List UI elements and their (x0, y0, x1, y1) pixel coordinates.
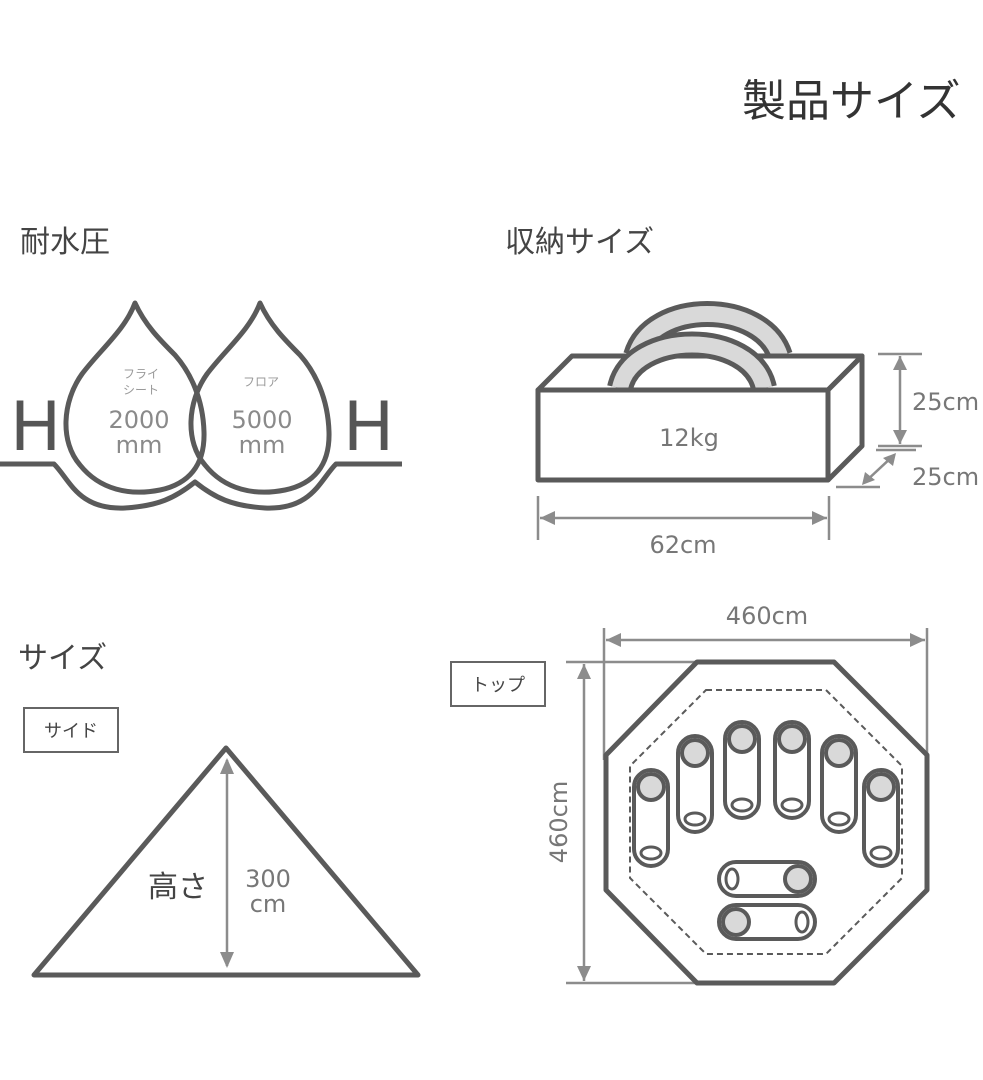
storage-height: 25cm (912, 388, 979, 416)
sleeping-bag-icon (862, 768, 900, 868)
top-view-tag (450, 661, 546, 707)
page-title: 製品サイズ (742, 76, 961, 127)
sleeping-bag-icon (723, 720, 761, 820)
sleeping-bag-icon (676, 734, 714, 834)
ground-line (0, 461, 402, 511)
fly-sheet-label-2: シート (123, 383, 159, 397)
storage-depth: 25cm (912, 463, 979, 491)
sleeping-bag-icon (773, 720, 811, 820)
side-view-tag (23, 707, 119, 753)
water-pressure-section: 耐水圧 H H フライ シート 2000 mm フロア 5000 mm (0, 225, 402, 511)
fly-sheet-drop-icon (63, 300, 207, 495)
tent-height-value: 300 (245, 865, 291, 893)
storage-size-section: 収納サイズ 12kg 25cm 25cm 62cm (505, 225, 979, 559)
sleeping-bag-icon (632, 768, 670, 868)
inner-tent-outline (629, 689, 903, 955)
tent-length: 460cm (545, 781, 573, 863)
fly-sheet-unit: mm (116, 431, 163, 459)
bag-front-face (535, 387, 831, 483)
sleeping-bag-icon (717, 903, 817, 941)
storage-width: 62cm (649, 531, 716, 559)
h-left: H (10, 388, 61, 467)
top-view-tag-label: トップ (471, 675, 525, 696)
fly-sheet-label-1: フライ (123, 367, 159, 381)
size-heading: サイズ (18, 641, 107, 676)
floor-label: フロア (243, 375, 279, 389)
size-section: サイズ サイド 高さ 300 cm トップ 460cm 460cm (18, 602, 930, 986)
tent-side-triangle (31, 745, 421, 978)
floor-unit: mm (239, 431, 286, 459)
h-right: H (343, 388, 394, 467)
water-pressure-heading: 耐水圧 (20, 225, 110, 260)
sleeping-bag-icon (717, 860, 817, 898)
fly-sheet-value: 2000 (108, 406, 169, 434)
floor-drop-icon (188, 300, 332, 495)
tent-width: 460cm (726, 602, 808, 630)
sleeping-bag-icon (820, 734, 858, 834)
storage-heading: 収納サイズ (505, 225, 654, 260)
storage-weight: 12kg (659, 424, 719, 452)
tent-height-unit: cm (250, 890, 287, 918)
floor-value: 5000 (231, 406, 292, 434)
side-view-tag-label: サイド (44, 721, 98, 742)
bag-top-face (535, 353, 865, 393)
height-label: 高さ (148, 870, 208, 905)
